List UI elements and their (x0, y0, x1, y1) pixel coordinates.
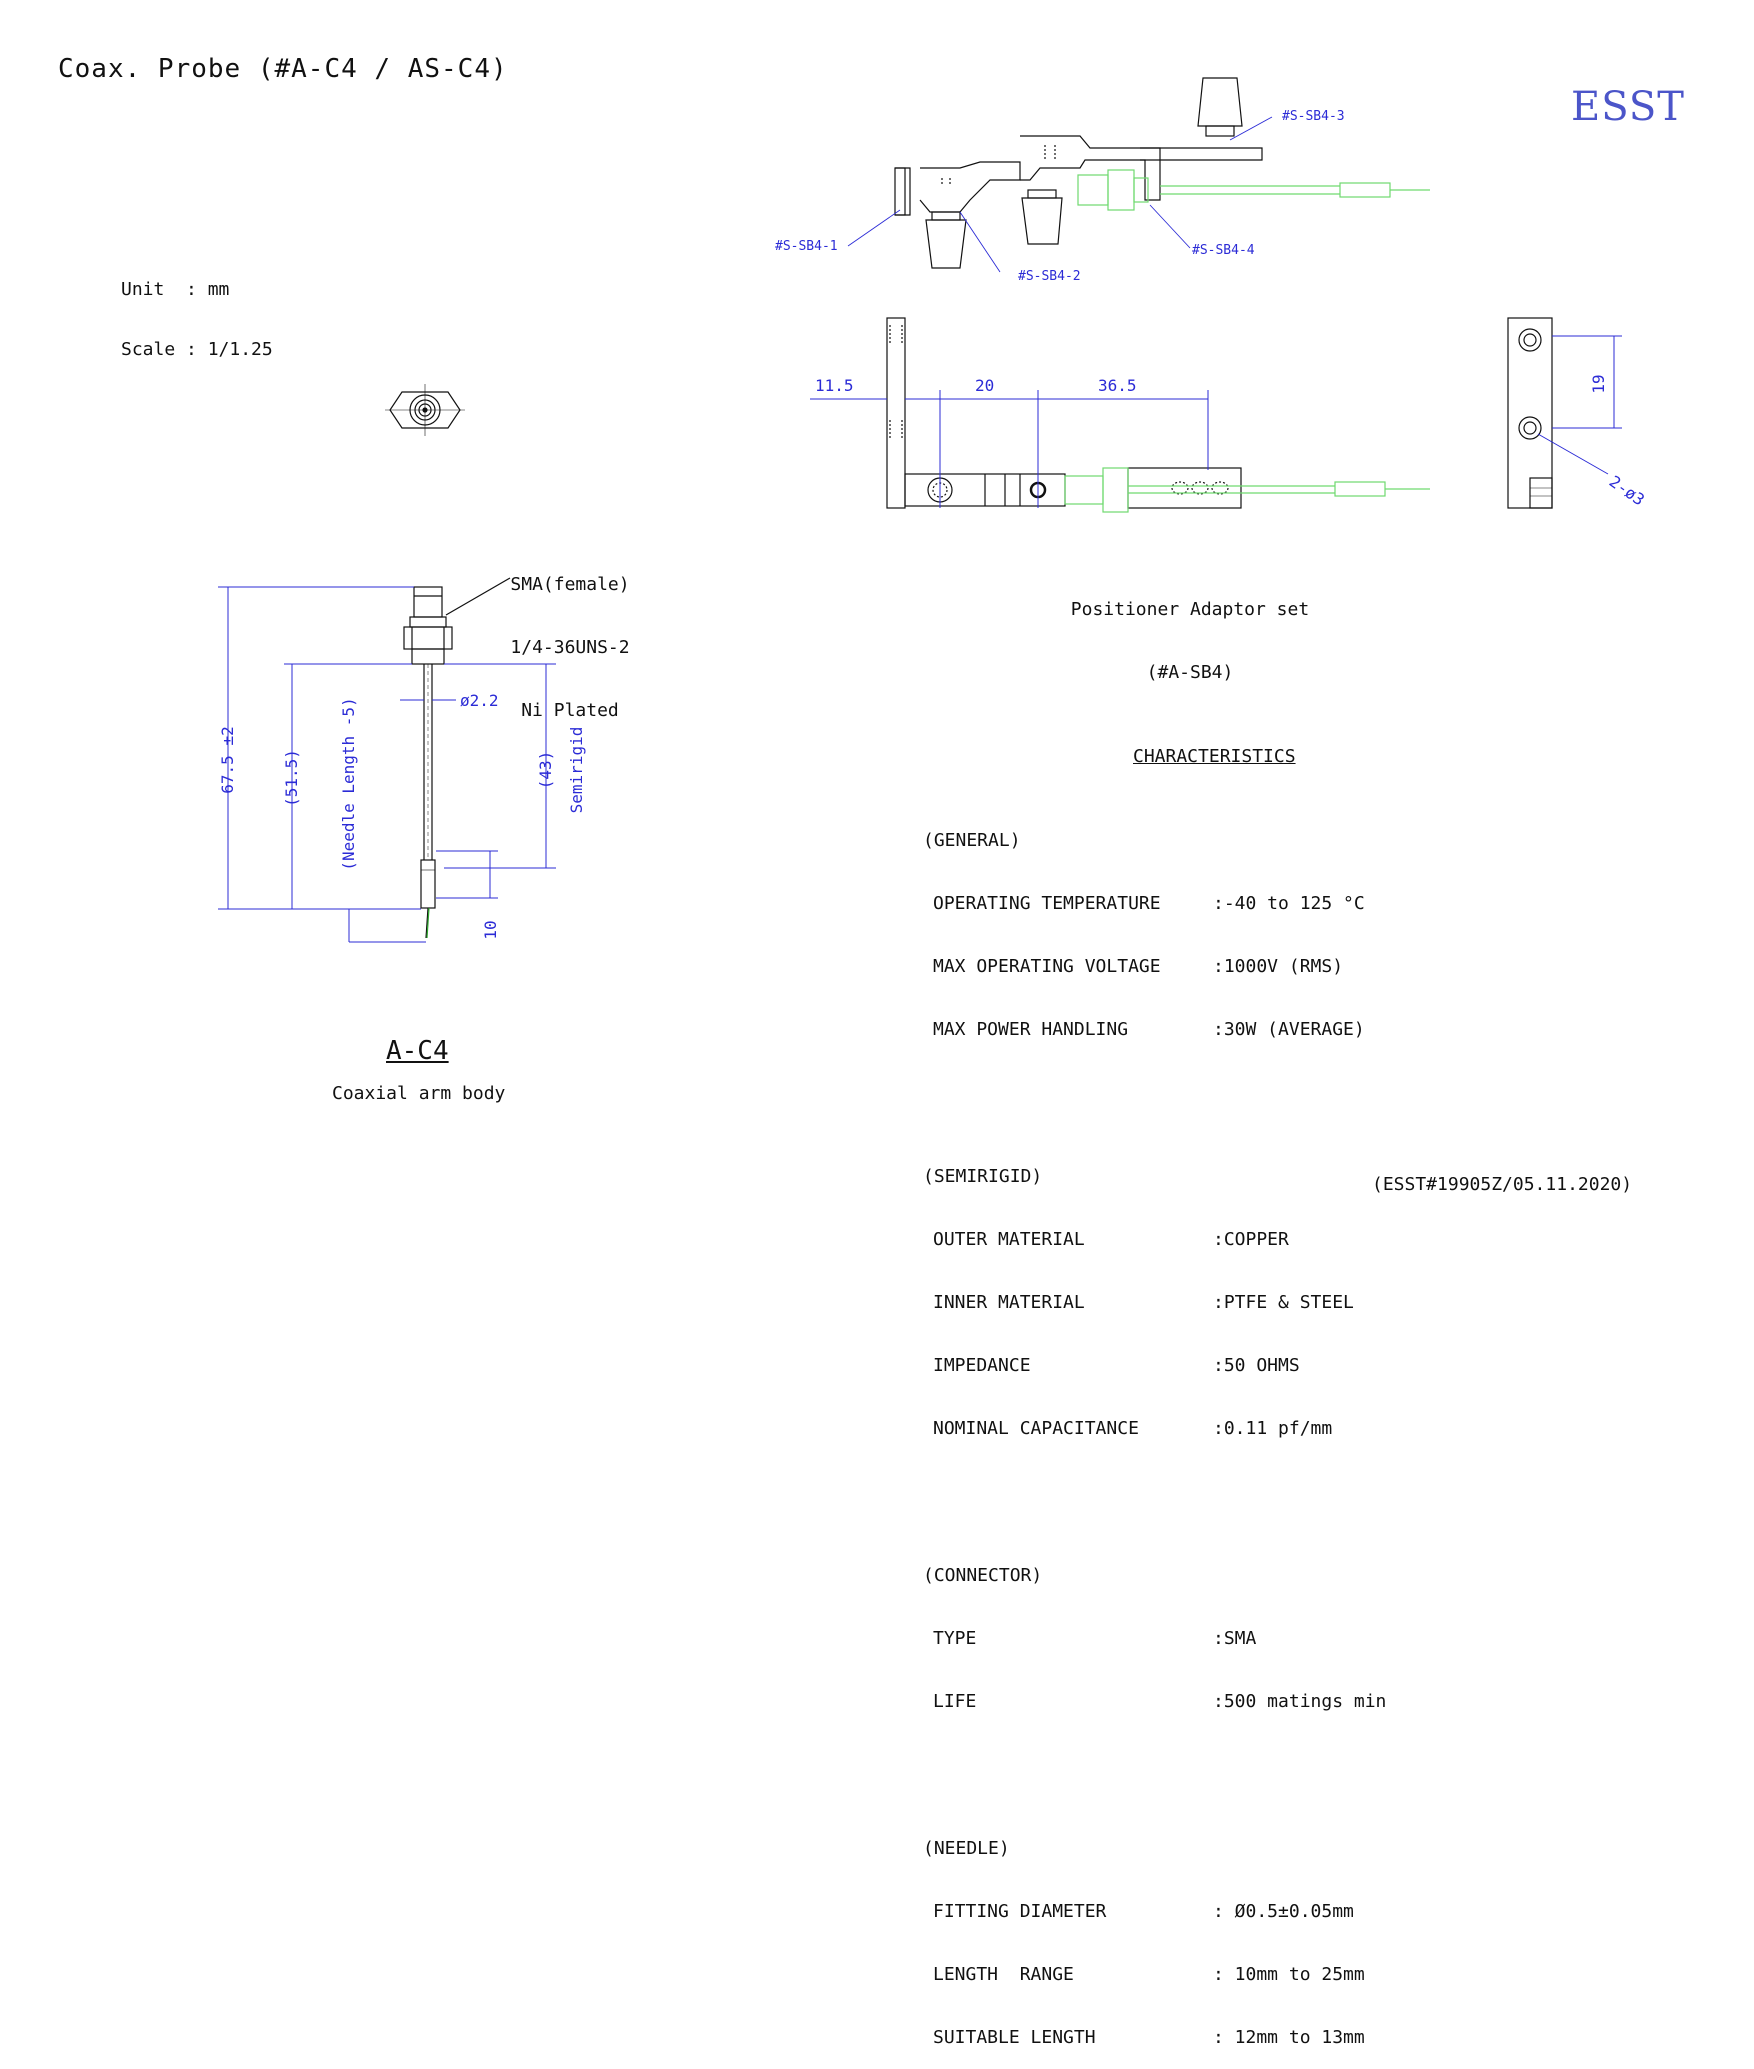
spec-row: FITTING DIAMETER : Ø0.5±0.05mm (923, 1901, 1386, 1922)
adaptor-side-view (1507, 317, 1553, 509)
spec-gap (923, 1754, 1386, 1775)
spec-row: SUITABLE LENGTH : 12mm to 13mm (923, 2027, 1386, 2048)
spec-label: SUITABLE LENGTH (933, 2027, 1096, 2048)
spec-group-name: (NEEDLE) (923, 1838, 1010, 1859)
dim-adaptor-19: 19 (1589, 374, 1608, 393)
spec-row: IMPEDANCE :50 OHMS (923, 1355, 1386, 1376)
spec-label: LIFE (933, 1691, 977, 1712)
adaptor-probe-top (1077, 169, 1430, 211)
spec-row: OPERATING TEMPERATURE :-40 to 125 °C (923, 893, 1386, 914)
spec-value: :SMA (1213, 1628, 1257, 1649)
adaptor-caption-line-2: (#A-SB4) (1146, 662, 1234, 683)
adaptor-probe-front (1064, 467, 1430, 513)
adaptor-assembly-top (894, 77, 1263, 269)
callout-line-2: 1/4-36UNS-2 (510, 637, 630, 658)
spec-label: FITTING DIAMETER (933, 1901, 1107, 1922)
dim-adaptor-20: 20 (975, 376, 994, 395)
unit-line: Unit : mm (121, 279, 230, 300)
spec-label: MAX POWER HANDLING (933, 1019, 1129, 1040)
company-logo: ESST (1571, 84, 1685, 130)
ref-sb4-2: #S-SB4-2 (1018, 269, 1081, 284)
adaptor-caption-line-1: Positioner Adaptor set (1070, 599, 1310, 620)
spec-row: MAX OPERATING VOLTAGE :1000V (RMS) (923, 956, 1386, 977)
probe-dimension-lines (218, 586, 556, 943)
probe-side-view (403, 577, 511, 939)
spec-label: IMPEDANCE (933, 1355, 1031, 1376)
spec-gap (923, 1481, 1386, 1502)
spec-value: :50 OHMS (1213, 1355, 1300, 1376)
spec-row: LIFE :500 matings min (923, 1691, 1386, 1712)
dim-adaptor-11-5: 11.5 (815, 376, 854, 395)
spec-label: TYPE (933, 1628, 977, 1649)
spec-value: : 12mm to 13mm (1213, 2027, 1365, 2048)
adaptor-caption: Positioner Adaptor set (#A-SB4) (1040, 557, 1340, 704)
drawing-number-footer: (ESST#19905Z/05.11.2020) (1372, 1174, 1633, 1195)
hex-end-view (385, 384, 465, 436)
spec-label: MAX OPERATING VOLTAGE (933, 956, 1161, 977)
drawing-title: Coax. Probe (#A-C4 / AS-C4) (58, 54, 508, 84)
spec-label: NOMINAL CAPACITANCE (933, 1418, 1139, 1439)
spec-value: :30W (AVERAGE) (1213, 1019, 1365, 1040)
connector-callout: SMA(female) 1/4-36UNS-2 Ni Plated (470, 532, 670, 742)
spec-group-name: (CONNECTOR) (923, 1565, 1043, 1586)
ref-sb4-1: #S-SB4-1 (775, 239, 838, 254)
spec-value: :-40 to 125 °C (1213, 893, 1365, 914)
dim-semirigid-label: Semirigid (567, 727, 586, 814)
ref-sb4-3: #S-SB4-3 (1282, 109, 1345, 124)
dim-needle-length: (Needle Length -5) (339, 697, 358, 870)
spec-label: LENGTH RANGE (933, 1964, 1074, 1985)
ref-sb4-4: #S-SB4-4 (1192, 243, 1255, 258)
spec-row: NOMINAL CAPACITANCE :0.11 pf/mm (923, 1418, 1386, 1439)
spec-value: :0.11 pf/mm (1213, 1418, 1333, 1439)
dim-diameter: ø2.2 (460, 691, 499, 710)
adaptor-side-dimension-lines (1537, 335, 1622, 475)
spec-label: INNER MATERIAL (933, 1292, 1085, 1313)
spec-row: MAX POWER HANDLING :30W (AVERAGE) (923, 1019, 1386, 1040)
spec-value: : 10mm to 25mm (1213, 1964, 1365, 1985)
dim-overall-length: 67.5 ±2 (218, 726, 237, 793)
unit-scale-note: Unit : mm Scale : 1/1.25 (121, 240, 273, 380)
spec-label: OPERATING TEMPERATURE (933, 893, 1161, 914)
adaptor-ref-leaders (847, 116, 1273, 273)
part-code: A-C4 (386, 1036, 449, 1066)
dim-tip-length: 10 (481, 920, 500, 939)
spec-group-name: (GENERAL) (923, 830, 1021, 851)
dim-adaptor-36-5: 36.5 (1098, 376, 1137, 395)
spec-row: INNER MATERIAL :PTFE & STEEL (923, 1292, 1386, 1313)
characteristics-heading: CHARACTERISTICS (1133, 746, 1296, 767)
spec-value: : Ø0.5±0.05mm (1213, 1901, 1354, 1922)
callout-line-1: SMA(female) (510, 574, 630, 595)
spec-row: TYPE :SMA (923, 1628, 1386, 1649)
adaptor-front-dimension-lines (810, 390, 1209, 508)
spec-value: :1000V (RMS) (1213, 956, 1344, 977)
dim-adaptor-holes: 2-ø3 (1606, 472, 1648, 510)
spec-group-name: (SEMIRIGID) (923, 1166, 1043, 1187)
spec-row: LENGTH RANGE : 10mm to 25mm (923, 1964, 1386, 1985)
scale-line: Scale : 1/1.25 (121, 339, 273, 360)
dim-body-length: (51.5) (282, 749, 301, 807)
part-description: Coaxial arm body (332, 1083, 506, 1104)
spec-value: :500 matings min (1213, 1691, 1387, 1712)
dim-semirigid-length: (43) (536, 751, 555, 790)
technical-drawing: 67.5 ±2 (51.5) (Needle Length -5) (43) S… (218, 77, 1648, 943)
spec-value: :PTFE & STEEL (1213, 1292, 1354, 1313)
callout-line-3: Ni Plated (521, 700, 619, 721)
